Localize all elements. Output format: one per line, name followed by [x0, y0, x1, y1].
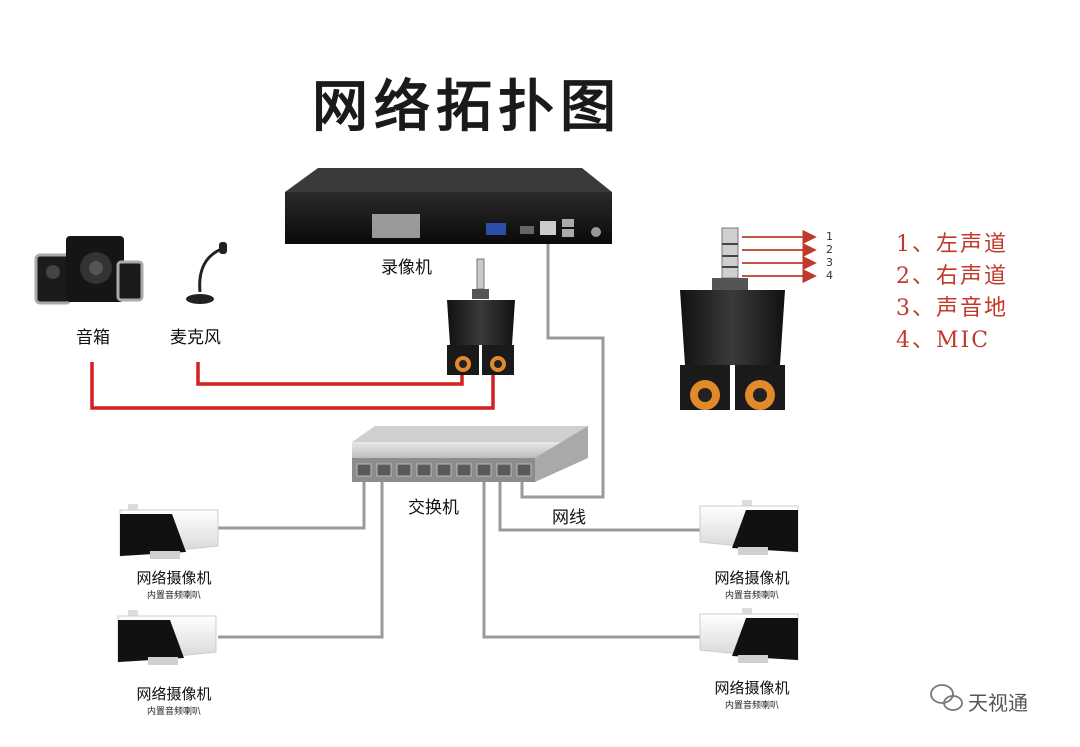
nvr-label: 录像机 — [381, 258, 432, 278]
cable-nvr-switch — [520, 235, 605, 499]
camera-name: 网络摄像机 — [714, 569, 790, 587]
camera-subtitle: 内置音频喇叭 — [724, 591, 779, 601]
camera-right-top — [699, 500, 799, 555]
microphone-device — [186, 242, 227, 304]
camera-subtitle: 内置音频喇叭 — [146, 707, 201, 717]
camera-right-bottom — [699, 608, 799, 663]
camera-subtitle: 内置音频喇叭 — [146, 591, 201, 601]
camera-name: 网络摄像机 — [714, 679, 790, 697]
cable-switch-cam1 — [218, 472, 366, 530]
mic-label: 麦克风 — [170, 328, 221, 348]
legend-item: 3、声音地 — [896, 296, 1008, 321]
cable-mic-adapter — [196, 362, 464, 386]
camera-label-left-top: 网络摄像机 内置音频喇叭 — [126, 567, 222, 601]
audio-adapter-large — [680, 227, 785, 410]
camera-label-left-bottom: 网络摄像机 内置音频喇叭 — [126, 683, 222, 717]
camera-label-right-top: 网络摄像机 内置音频喇叭 — [704, 567, 800, 601]
switch-label: 交换机 — [408, 498, 459, 518]
cable-label: 网线 — [552, 508, 586, 528]
camera-subtitle: 内置音频喇叭 — [724, 701, 779, 711]
camera-name: 网络摄像机 — [136, 569, 212, 587]
cable-switch-cam4 — [482, 472, 700, 639]
pin-number: 4 — [826, 269, 833, 282]
camera-left-top — [119, 504, 219, 559]
cable-switch-cam2 — [218, 472, 384, 639]
pin-number: 1 — [826, 230, 833, 243]
watermark-text: 天视通 — [968, 691, 1028, 715]
nvr-device — [285, 168, 612, 244]
cable-switch-cam3 — [498, 472, 700, 532]
page-title: 网络拓扑图 — [312, 75, 622, 140]
wechat-icon — [930, 684, 963, 711]
network-cables — [218, 235, 700, 639]
speaker-device — [34, 236, 144, 305]
switch-device — [352, 426, 588, 482]
cable-speaker-adapter — [90, 362, 495, 410]
legend-item: 4、MIC — [896, 328, 991, 353]
legend-item: 2、右声道 — [896, 264, 1008, 289]
legend-item: 1、左声道 — [896, 232, 1008, 257]
audio-cables — [90, 362, 495, 410]
speaker-label: 音箱 — [76, 328, 110, 348]
camera-left-bottom — [117, 610, 217, 665]
pin-number: 2 — [826, 243, 833, 256]
camera-label-right-bottom: 网络摄像机 内置音频喇叭 — [704, 677, 800, 711]
audio-adapter-small — [447, 258, 515, 375]
camera-name: 网络摄像机 — [136, 685, 212, 703]
pin-number: 3 — [826, 256, 833, 269]
pin-arrows — [742, 229, 817, 284]
